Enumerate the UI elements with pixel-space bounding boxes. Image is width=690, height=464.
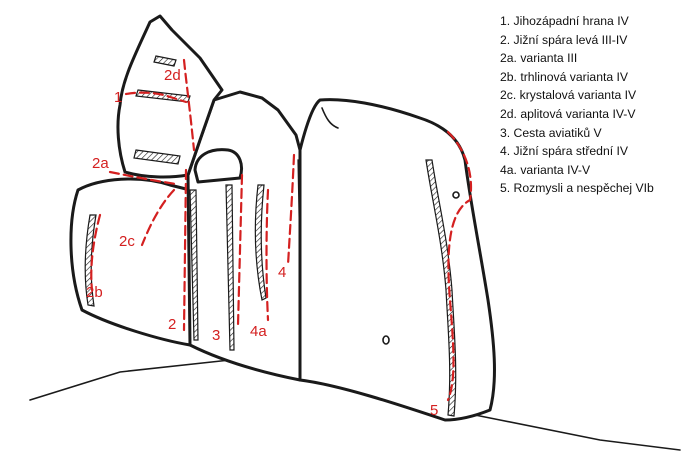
route-label-4: 4	[278, 264, 286, 281]
legend-item-3: 3. Cesta aviatiků V	[500, 125, 602, 140]
tower-top-hatch	[153, 55, 177, 67]
route-label-2d: 2d	[164, 67, 181, 84]
pillar-crack-hatch-2	[225, 184, 235, 351]
route-line-5	[446, 130, 473, 402]
right-block-pocket-1	[452, 191, 460, 199]
legend-item-1: 1. Jihozápadní hrana IV	[500, 14, 629, 28]
pillar-crack-hatch-3	[254, 184, 267, 301]
route-label-2c: 2c	[119, 233, 135, 250]
route-line-4a	[265, 188, 270, 322]
legend-item-4: 4. Jižní spára střední IV	[500, 144, 629, 159]
legend-item-2: 2. Jižní spára levá III-IV	[500, 32, 628, 47]
legend-item-2b: 2b. trhlinová varianta IV	[500, 69, 629, 84]
legend-item-4a: 4a. varianta IV-V	[500, 162, 591, 177]
route-label-2: 2	[168, 316, 176, 333]
route-line-1	[124, 91, 188, 104]
route-line-3	[236, 173, 244, 327]
route-legend: 1. Jihozápadní hrana IV 2. Jižní spára l…	[500, 12, 654, 198]
route-line-2	[182, 168, 188, 332]
route-line-4	[286, 153, 296, 267]
legend-item-2d: 2d. aplitová varianta IV-V	[500, 106, 636, 121]
route-label-1: 1	[114, 89, 122, 106]
route-line-2d	[182, 58, 196, 152]
legend-item-2c: 2c. krystalová varianta IV	[500, 88, 637, 103]
route-line-2c	[140, 188, 176, 247]
left-crack-hatch	[84, 214, 97, 307]
central-pillar	[186, 90, 302, 382]
route-label-5: 5	[430, 402, 438, 419]
legend-item-2a: 2a. varianta III	[500, 51, 578, 66]
route-line-2a	[108, 170, 178, 186]
legend-item-5: 5. Rozmysli a nespěchej VIb	[500, 181, 654, 196]
pillar-crack-hatch-1	[189, 189, 199, 341]
right-big-block	[298, 98, 496, 422]
right-block-pocket-2	[382, 335, 390, 345]
chockstone	[193, 148, 243, 184]
left-lower-block	[69, 177, 192, 347]
route-label-2a: 2a	[92, 155, 109, 172]
tower-ledge-hatch	[133, 149, 181, 165]
route-line-2b	[90, 213, 102, 292]
route-label-3: 3	[212, 327, 220, 344]
route-label-2b: 2b	[86, 284, 103, 301]
route-label-4a: 4a	[250, 323, 267, 340]
right-block-detail	[321, 107, 339, 129]
